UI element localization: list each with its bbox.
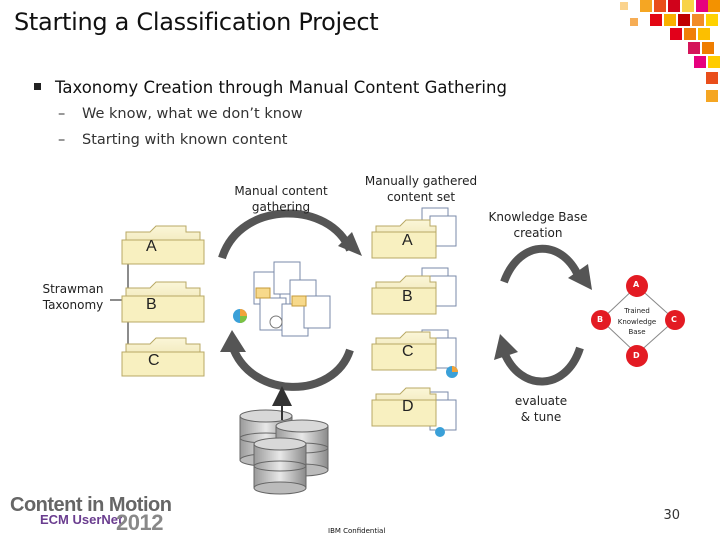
logo-title: Content in Motion <box>10 494 172 516</box>
bullet-square-icon <box>34 83 41 90</box>
kb-center-line-1: Trained <box>624 307 650 315</box>
sub-bullet-1: –We know, what we don’t know <box>58 106 303 122</box>
content-folder-d <box>371 387 457 437</box>
upper-cycle-arrow <box>218 209 354 260</box>
content-folder-b-label: B <box>402 288 413 305</box>
lower-cycle-arrow-head <box>220 330 246 352</box>
evaluate-label: evaluate & tune <box>506 394 576 425</box>
document-cluster-icon <box>233 261 331 337</box>
content-folder-d-label: D <box>402 398 414 415</box>
evaluate-line-2: & tune <box>520 409 562 424</box>
content-folder-a <box>371 207 457 259</box>
sub-bullet-2: –Starting with known content <box>58 132 288 148</box>
taxonomy-folder-c-label: C <box>148 352 160 369</box>
kb-node-a <box>626 275 648 297</box>
kb-upper-arrow-head <box>568 264 592 290</box>
gathered-set-line-1: Manually gathered <box>364 174 478 188</box>
kb-node-d-label: D <box>633 351 640 360</box>
kb-lower-arrow <box>500 346 584 386</box>
logo-year: 2012 <box>116 510 163 535</box>
confidential-label: IBM Confidential <box>328 527 386 535</box>
kb-creation-label: Knowledge Base creation <box>476 210 600 241</box>
content-folder-b <box>371 267 457 315</box>
kb-network <box>591 275 685 367</box>
lower-cycle-arrow <box>228 343 354 391</box>
taxonomy-folder-b <box>121 281 205 323</box>
manual-gathering-label: Manual content gathering <box>226 184 336 215</box>
manual-gathering-line-2: gathering <box>251 199 311 214</box>
slide-title: Starting a Classification Project <box>14 8 379 36</box>
strawman-line-2: Taxonomy <box>42 297 104 312</box>
strawman-line-1: Strawman <box>42 282 104 296</box>
kb-lower-arrow-head <box>494 334 518 360</box>
kb-node-d <box>626 345 648 367</box>
kb-creation-line-2: creation <box>513 225 563 240</box>
evaluate-line-1: evaluate <box>514 394 568 408</box>
logo-sub: ECM UserNet <box>40 512 123 527</box>
sub-bullet-2-text: Starting with known content <box>82 132 288 148</box>
kb-upper-arrow <box>500 244 584 284</box>
upper-cycle-arrow-head <box>338 232 362 256</box>
kb-center-line-2: Knowledge <box>617 317 657 326</box>
decorative-cubes <box>620 0 720 102</box>
taxonomy-folder-b-label: B <box>146 296 157 313</box>
kb-node-c-label: C <box>671 315 677 324</box>
kb-creation-line-1: Knowledge Base <box>488 210 588 224</box>
kb-node-c <box>665 310 685 330</box>
kb-node-a-label: A <box>633 280 640 289</box>
sub-bullet-1-text: We know, what we don’t know <box>82 106 303 122</box>
gathered-set-line-2: content set <box>386 189 456 204</box>
bullet-main-text: Taxonomy Creation through Manual Content… <box>55 78 507 97</box>
strawman-label: Strawman Taxonomy <box>30 282 116 313</box>
bullet-main: Taxonomy Creation through Manual Content… <box>34 78 507 97</box>
content-folder-a-label: A <box>402 232 413 249</box>
content-folder-c-label: C <box>402 343 414 360</box>
kb-center-line-3: Base <box>628 328 646 336</box>
taxonomy-folder-c <box>121 337 205 377</box>
kb-node-b-label: B <box>597 315 604 324</box>
manual-gathering-line-1: Manual content <box>234 184 328 198</box>
gathered-set-label: Manually gathered content set <box>356 174 486 205</box>
database-stack-icon <box>239 409 329 495</box>
content-folder-c <box>371 329 458 378</box>
kb-node-b <box>591 310 611 330</box>
kb-center-label: Trained Knowledge Base <box>612 306 662 338</box>
page-number: 30 <box>663 508 680 523</box>
taxonomy-folder-a-label: A <box>146 238 157 255</box>
taxonomy-folder-a <box>121 225 205 265</box>
